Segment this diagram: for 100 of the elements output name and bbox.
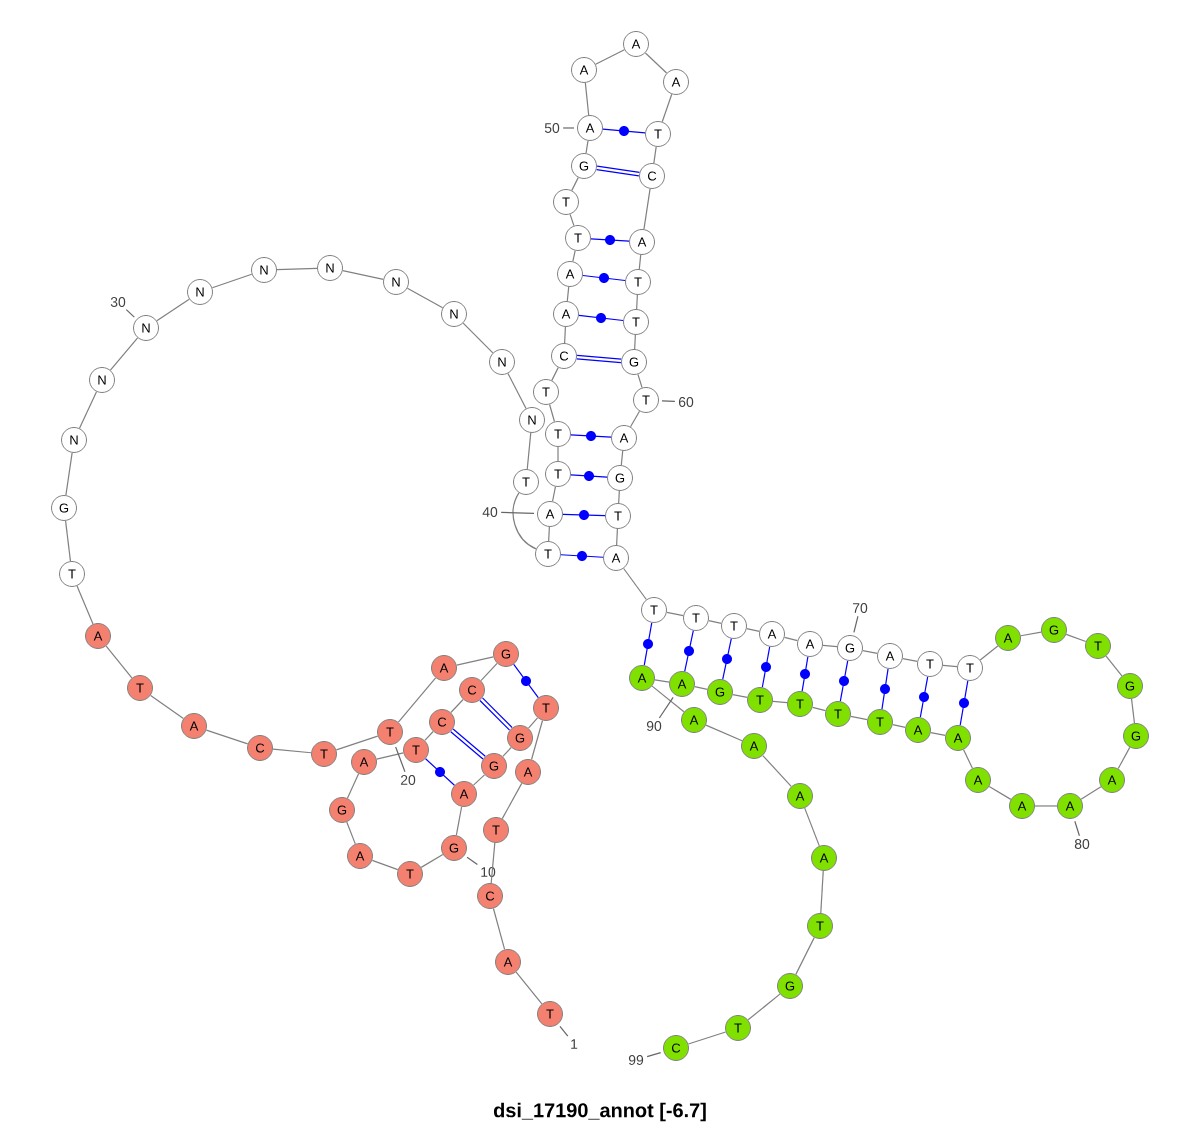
backbone-line xyxy=(795,937,815,975)
backbone-line xyxy=(651,685,685,713)
backbone-line xyxy=(963,749,973,769)
backbone-line xyxy=(762,754,792,787)
base-pair-line xyxy=(479,697,513,731)
backbone-line xyxy=(211,273,253,289)
backbone-line xyxy=(371,859,399,871)
backbone-line xyxy=(397,677,437,723)
backbone-line xyxy=(862,649,878,655)
title: dsi_17190_annot [-6.7] xyxy=(493,1102,706,1122)
backbone-line xyxy=(595,49,625,65)
backbone-line xyxy=(629,410,641,428)
base-pair-line xyxy=(800,656,810,692)
leader-line xyxy=(466,856,478,866)
backbone-line xyxy=(527,717,539,729)
backbone-line xyxy=(424,730,434,742)
backbone-line xyxy=(930,731,946,737)
backbone-line xyxy=(1080,786,1102,800)
backbone-line xyxy=(566,286,570,302)
backbone-line xyxy=(572,250,576,262)
backbone-line xyxy=(420,854,444,868)
backbone-line xyxy=(490,842,496,884)
backbone-line xyxy=(105,645,133,679)
backbone-line xyxy=(450,698,464,714)
backbone-line xyxy=(276,267,318,271)
leader-line xyxy=(1074,820,1080,837)
backbone-line xyxy=(502,746,512,758)
backbone-line xyxy=(820,870,824,914)
backbone-line xyxy=(557,446,559,462)
backbone-line xyxy=(335,735,379,751)
backbone-line xyxy=(342,270,384,280)
backbone-line xyxy=(512,492,537,550)
backbone-line xyxy=(501,782,523,820)
backbone-line xyxy=(1105,655,1123,677)
backbone-line xyxy=(78,391,98,429)
backbone-line xyxy=(694,686,708,690)
backbone-line xyxy=(705,724,743,742)
backbone-line xyxy=(346,821,356,845)
backbone-line xyxy=(812,706,827,712)
backbone-line xyxy=(205,729,249,745)
backbone-line xyxy=(732,693,748,699)
base-pair-line xyxy=(722,638,732,680)
backbone-line xyxy=(65,520,72,562)
base-pair-line xyxy=(562,510,606,520)
backbone-line xyxy=(850,715,868,721)
backbone-line xyxy=(571,177,579,191)
base-pair-line xyxy=(576,354,622,364)
base-pair-line xyxy=(596,165,640,177)
backbone-line xyxy=(551,367,559,381)
backbone-line xyxy=(988,786,1012,800)
backbone-line xyxy=(616,528,618,546)
backbone-line xyxy=(530,719,544,761)
backbone-line xyxy=(784,636,799,642)
backbone-line xyxy=(507,372,527,410)
backbone-line xyxy=(456,656,494,666)
backbone-line xyxy=(653,146,657,164)
backbone-line xyxy=(620,450,624,466)
backbone-line xyxy=(902,657,918,663)
backbone-line xyxy=(747,993,781,1021)
backbone-line xyxy=(272,748,312,754)
base-pair-line xyxy=(570,471,608,481)
backbone-line xyxy=(822,644,838,648)
base-pair-line xyxy=(684,630,694,672)
backbone-line xyxy=(472,774,486,786)
leader-line xyxy=(853,615,859,634)
leader-line xyxy=(125,309,135,318)
leader-line xyxy=(559,1025,569,1037)
leader-line xyxy=(562,127,575,129)
backbone-line xyxy=(654,679,670,683)
backbone-line xyxy=(1130,698,1136,724)
backbone-line xyxy=(942,664,958,668)
backbone-line xyxy=(666,611,684,617)
backbone-line xyxy=(618,490,620,504)
backbone-line xyxy=(150,694,184,720)
backbone-line xyxy=(892,724,906,728)
base-pair-line xyxy=(570,431,612,441)
backbone-line xyxy=(634,334,636,350)
backbone-line xyxy=(376,752,404,760)
backbone-line xyxy=(156,298,190,322)
base-pair-line xyxy=(839,660,849,702)
leader-line xyxy=(395,746,406,773)
backbone-line xyxy=(492,907,506,951)
backbone-line xyxy=(65,452,73,496)
backbone-line xyxy=(636,294,638,310)
backbone-line xyxy=(584,82,590,116)
backbone-line xyxy=(1020,631,1042,637)
base-pair-line xyxy=(590,235,630,245)
base-pair-line xyxy=(643,622,653,666)
backbone-line xyxy=(687,1031,727,1045)
base-pair-line xyxy=(578,313,624,323)
base-pair-line xyxy=(959,680,969,726)
backbone-line xyxy=(637,373,643,389)
backbone-line xyxy=(109,337,139,371)
backbone-line xyxy=(406,287,444,309)
backbone-line xyxy=(746,628,760,632)
backbone-line xyxy=(1034,805,1058,807)
backbone-line xyxy=(643,188,651,230)
backbone-line xyxy=(661,93,673,123)
backbone-line xyxy=(548,526,550,542)
backbone-line xyxy=(979,645,999,661)
